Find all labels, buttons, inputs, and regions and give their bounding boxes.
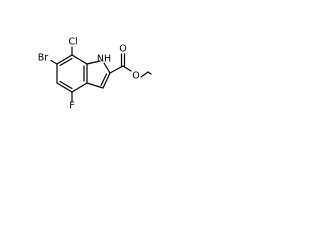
atom-label-ester-oxygen: O [132,71,139,82]
bond-carbonyl-o-ester [122,65,132,72]
bond-ch2-ch3 [147,71,152,75]
bond-c7a-n1 [86,60,101,65]
bond-c4-c5-inner [59,80,73,90]
pyrrole-ring [86,60,111,89]
benzene-ring [56,54,88,93]
atom-label-carbonyl-oxygen: O [119,44,126,55]
atom-label-chlorine: Cl [68,37,77,48]
bond-o-ch2 [140,71,149,78]
bond-n1-c2 [103,62,111,74]
molecule-structure: Cl Br NH F O O [38,37,152,112]
bond-c2-c3 [102,72,111,89]
bond-c6-br [50,59,58,65]
atom-label-nh: NH [97,54,111,65]
bond-c3a-c4 [71,82,88,93]
bond-c6-c7-inner [59,57,73,67]
bond-c3-c3a [86,82,104,89]
atom-label-bromine: Br [38,53,49,64]
bond-c4-c5 [56,82,73,93]
bond-c6-c7 [56,54,73,65]
ethyl-ester-group [109,53,152,78]
bond-c2-carbonyl [109,65,124,74]
bond-c2-c3-inner [100,73,108,87]
atom-label-fluorine: F [69,101,74,112]
bond-c7-c7a [71,54,88,65]
